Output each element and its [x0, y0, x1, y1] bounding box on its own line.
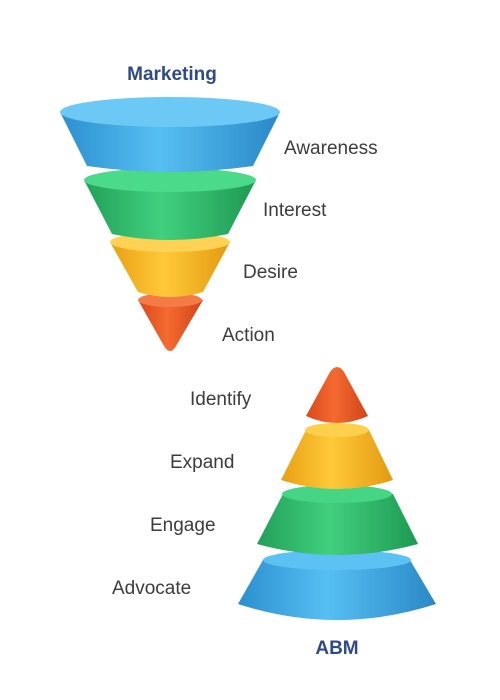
marketing-layer-action-top — [138, 293, 202, 307]
abm-layer-expand — [281, 430, 393, 489]
marketing-stage-awareness: Awareness — [284, 138, 378, 159]
abm-stage-labels: Identify Expand Engage Advocate — [112, 389, 252, 599]
marketing-layer-interest-top — [84, 168, 256, 192]
marketing-layer-desire — [110, 242, 230, 297]
abm-layer-identify — [306, 367, 368, 423]
abm-stage-identify: Identify — [190, 389, 252, 410]
abm-stage-expand: Expand — [170, 452, 234, 473]
marketing-layer-action — [138, 300, 203, 351]
marketing-layer-awareness — [60, 112, 280, 172]
marketing-stage-labels: Awareness Interest Desire Action — [222, 138, 378, 346]
marketing-funnel — [60, 97, 280, 351]
abm-stage-engage: Engage — [150, 515, 216, 536]
abm-pyramid — [238, 367, 436, 620]
abm-layer-engage — [257, 494, 418, 555]
marketing-layer-awareness-top — [60, 97, 280, 127]
abm-layer-engage-top — [282, 485, 392, 503]
marketing-stage-action: Action — [222, 325, 275, 346]
marketing-title: Marketing — [127, 64, 217, 85]
abm-title: ABM — [315, 638, 358, 659]
abm-layer-expand-top — [305, 423, 369, 437]
marketing-stage-interest: Interest — [263, 200, 327, 221]
marketing-stage-desire: Desire — [243, 262, 298, 283]
marketing-layer-interest — [84, 180, 256, 240]
abm-layer-advocate — [238, 560, 436, 620]
abm-layer-advocate-top — [263, 550, 411, 570]
abm-stage-advocate: Advocate — [112, 578, 191, 599]
